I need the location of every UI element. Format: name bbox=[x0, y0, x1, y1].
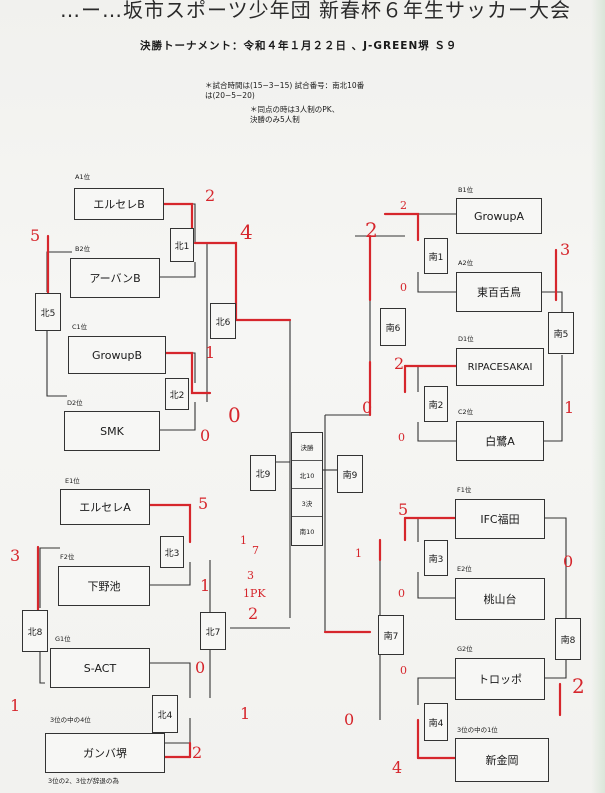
seed-label: A1位 bbox=[75, 173, 91, 181]
seed-label: E2位 bbox=[457, 565, 472, 573]
team-box-ripacesakai: RIPACESAKAI bbox=[456, 348, 544, 386]
court-south-3: 南3 bbox=[424, 540, 448, 576]
court-north-1: 北1 bbox=[170, 228, 194, 262]
team-box-s-act: S-ACT bbox=[50, 648, 150, 688]
seed-label: 3位の中の1位 bbox=[457, 726, 498, 734]
score: 3 bbox=[560, 240, 571, 259]
court-north-6: 北6 bbox=[210, 303, 236, 339]
score: 0 bbox=[228, 403, 241, 427]
court-south-4: 南4 bbox=[424, 703, 448, 741]
seed-label: E1位 bbox=[65, 477, 80, 485]
note-final: 決勝のみ5人制 bbox=[250, 115, 300, 124]
score: 2 bbox=[365, 218, 378, 242]
final-label: 決勝 bbox=[292, 433, 322, 461]
court-north-8: 北8 bbox=[22, 610, 48, 652]
tournament-title: …ー…坂市スポーツ少年団 新春杯６年生サッカー大会 bbox=[60, 0, 571, 22]
team-box-gamba-sakai: ガンバ堺 bbox=[45, 733, 165, 773]
seed-label: B2位 bbox=[75, 245, 91, 253]
seed-label: G1位 bbox=[55, 635, 71, 643]
court-north-2: 北2 bbox=[165, 378, 189, 410]
score: 0 bbox=[400, 281, 407, 294]
court-south-9: 南9 bbox=[337, 455, 363, 493]
team-box-growup-b: GrowupB bbox=[68, 336, 166, 374]
score: 5 bbox=[198, 494, 209, 513]
team-box-urban-b: アーバンB bbox=[70, 258, 160, 298]
seed-label: A2位 bbox=[458, 259, 474, 267]
seed-label: C2位 bbox=[458, 408, 474, 416]
court-south-2: 南2 bbox=[424, 386, 448, 422]
score: 0 bbox=[398, 431, 405, 444]
note-match-time: ＊試合時間は(15−3−15) 試合番号：南北10番 bbox=[205, 81, 365, 90]
score: 0 bbox=[563, 552, 574, 571]
score: 5 bbox=[398, 500, 409, 519]
seed-label: D1位 bbox=[458, 335, 474, 343]
score: 1 bbox=[564, 398, 575, 417]
score: 0 bbox=[195, 658, 206, 677]
note-pk: ＊同点の時は3人制のPK、 bbox=[250, 105, 340, 114]
score: 0 bbox=[200, 426, 211, 445]
court-south-8: 南8 bbox=[555, 618, 581, 660]
court-south-6: 南6 bbox=[380, 308, 406, 346]
score: 4 bbox=[392, 758, 403, 777]
seed-label: B1位 bbox=[458, 186, 474, 194]
score: 2 bbox=[394, 354, 405, 373]
score: 2 bbox=[192, 743, 203, 762]
court-south-5: 南5 bbox=[548, 312, 574, 354]
score: 1 bbox=[205, 343, 216, 362]
final-match-box: 決勝 北10 3決 南10 bbox=[291, 432, 323, 546]
seed-label: 3位の中の4位 bbox=[50, 716, 91, 724]
note-match-time-2: は(20−5−20) bbox=[205, 91, 255, 100]
court-south-1: 南1 bbox=[424, 238, 448, 274]
court-south-7: 南7 bbox=[378, 615, 404, 655]
final-court: 北10 bbox=[292, 461, 322, 489]
team-box-ifc-fukuda: IFC福田 bbox=[455, 499, 545, 539]
third-place-court: 南10 bbox=[299, 527, 315, 536]
seed-label: D2位 bbox=[67, 399, 83, 407]
seed-label: G2位 bbox=[457, 645, 473, 653]
score: 2 bbox=[400, 199, 407, 212]
score: 7 bbox=[252, 544, 259, 557]
score: 4 bbox=[240, 220, 253, 244]
score: 1 bbox=[200, 576, 211, 595]
team-box-elsele-b: エルセレB bbox=[74, 188, 164, 220]
court-north-7: 北7 bbox=[200, 612, 226, 650]
court-north-9: 北9 bbox=[250, 455, 276, 491]
third-place-label: 3決 bbox=[292, 489, 322, 517]
score: 1 bbox=[355, 547, 362, 560]
score: 1PK bbox=[243, 587, 266, 600]
score: 5 bbox=[30, 226, 41, 245]
seed-label: F2位 bbox=[60, 553, 75, 561]
team-box-growup-a: GrowupA bbox=[456, 198, 542, 234]
team-box-toroppo: トロッポ bbox=[455, 658, 545, 700]
team-box-momoyamadai: 桃山台 bbox=[455, 578, 545, 620]
score: 0 bbox=[398, 587, 405, 600]
team-box-shinkanaoka: 新金岡 bbox=[455, 738, 549, 782]
score: 0 bbox=[362, 398, 373, 417]
score: 1 bbox=[240, 704, 251, 723]
footnote: 3位の2、3位が辞退の為 bbox=[48, 777, 119, 785]
score: 2 bbox=[248, 604, 259, 623]
team-box-elsele-a: エルセレA bbox=[60, 489, 150, 525]
court-north-5: 北5 bbox=[35, 293, 61, 331]
seed-label: C1位 bbox=[72, 323, 88, 331]
paper-edge bbox=[591, 0, 605, 793]
court-north-4: 北4 bbox=[152, 695, 178, 733]
score: 0 bbox=[400, 664, 407, 677]
team-box-shimonoike: 下野池 bbox=[58, 566, 150, 606]
bracket-subtitle: 決勝トーナメント：令和４年１月２２日 、J-GREEN堺 Ｓ９ bbox=[140, 40, 458, 52]
score: 2 bbox=[572, 674, 585, 698]
score: 3 bbox=[247, 569, 254, 582]
team-box-smk: SMK bbox=[64, 411, 160, 451]
score: 1 bbox=[10, 696, 21, 715]
score: 1 bbox=[240, 534, 247, 547]
seed-label: F1位 bbox=[457, 486, 472, 494]
score: 0 bbox=[344, 710, 355, 729]
team-box-higashimozu: 東百舌鳥 bbox=[456, 272, 542, 312]
team-box-shirasagi-a: 白鷺A bbox=[456, 421, 544, 461]
score: 2 bbox=[205, 186, 216, 205]
score: 3 bbox=[10, 546, 21, 565]
court-north-3: 北3 bbox=[160, 536, 184, 568]
